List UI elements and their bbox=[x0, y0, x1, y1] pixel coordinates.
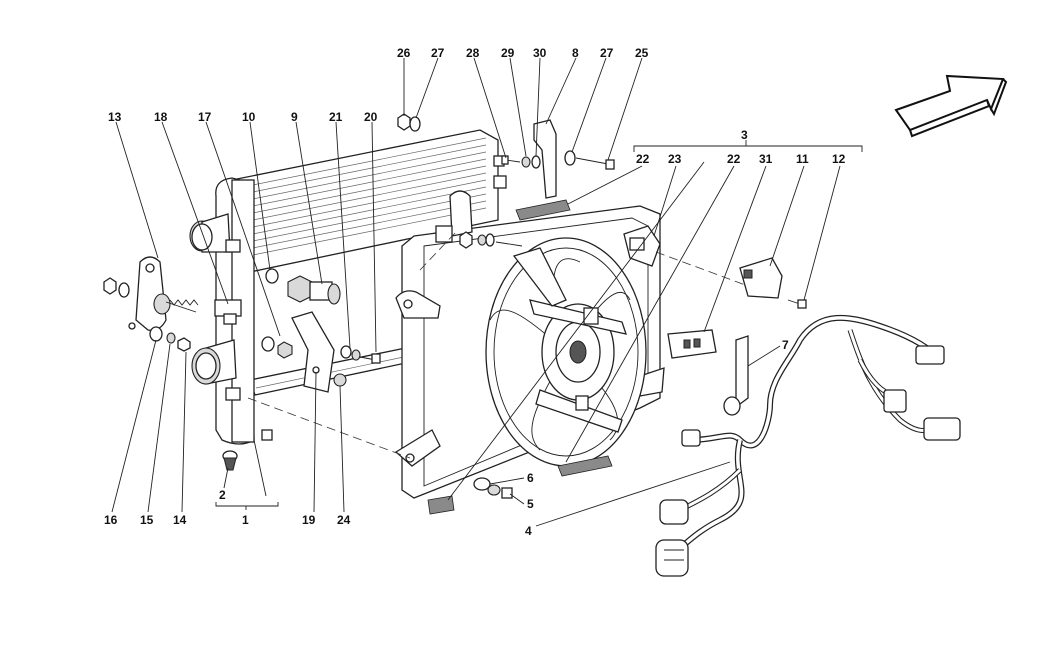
label-23: 23 bbox=[668, 152, 682, 166]
resistor-31 bbox=[667, 329, 717, 359]
label-2: 2 bbox=[219, 488, 226, 502]
label-4: 4 bbox=[525, 524, 532, 538]
label-15: 15 bbox=[140, 513, 154, 527]
radiator-core-fins bbox=[247, 137, 487, 257]
label-1: 1 bbox=[242, 513, 249, 527]
screw-20-21 bbox=[340, 345, 381, 364]
wiring-harness bbox=[655, 314, 961, 577]
clip-18 bbox=[214, 299, 242, 325]
label-18: 18 bbox=[154, 110, 168, 124]
grommet-24 bbox=[333, 373, 347, 387]
label-14: 14 bbox=[173, 513, 187, 527]
fixings-top-right bbox=[501, 119, 615, 199]
drain-plug bbox=[222, 450, 238, 471]
label-28: 28 bbox=[466, 46, 480, 60]
label-30: 30 bbox=[533, 46, 547, 60]
bracket-7 bbox=[723, 335, 749, 416]
label-16: 16 bbox=[104, 513, 118, 527]
part-number-labels: 26 27 28 29 30 8 27 25 13 18 17 10 9 21 … bbox=[104, 46, 846, 538]
label-25: 25 bbox=[635, 46, 649, 60]
label-10: 10 bbox=[242, 110, 256, 124]
grommets-26-27 bbox=[397, 113, 421, 132]
bracket-13 bbox=[128, 256, 199, 331]
bracket-19 bbox=[261, 311, 335, 393]
label-17: 17 bbox=[198, 110, 212, 124]
label-26: 26 bbox=[397, 46, 411, 60]
label-27: 27 bbox=[431, 46, 445, 60]
label-29: 29 bbox=[501, 46, 515, 60]
label-3: 3 bbox=[741, 128, 748, 142]
label-22-right: 22 bbox=[727, 152, 741, 166]
label-24: 24 bbox=[337, 513, 351, 527]
label-11: 11 bbox=[796, 152, 809, 166]
label-5: 5 bbox=[527, 497, 534, 511]
relay-11 bbox=[739, 257, 807, 309]
screw-on-shroud bbox=[459, 231, 523, 249]
label-9: 9 bbox=[291, 110, 298, 124]
fan-shroud bbox=[394, 190, 665, 499]
label-13: 13 bbox=[108, 110, 122, 124]
label-19: 19 bbox=[302, 513, 316, 527]
nuts-left bbox=[103, 277, 191, 352]
label-12: 12 bbox=[832, 152, 846, 166]
direction-arrow-icon bbox=[894, 74, 1008, 138]
label-20: 20 bbox=[364, 110, 378, 124]
group-brace-1 bbox=[215, 502, 279, 510]
label-6: 6 bbox=[527, 471, 534, 485]
label-8: 8 bbox=[572, 46, 579, 60]
label-22: 22 bbox=[636, 152, 650, 166]
group-brace-3 bbox=[633, 140, 863, 152]
leader-lines bbox=[111, 57, 841, 527]
label-31: 31 bbox=[759, 152, 773, 166]
sensor-9 bbox=[265, 268, 341, 305]
label-27-right: 27 bbox=[600, 46, 614, 60]
label-7: 7 bbox=[782, 338, 789, 352]
foam-strips bbox=[427, 199, 613, 515]
alignment-lines bbox=[247, 231, 749, 459]
label-21: 21 bbox=[329, 110, 343, 124]
